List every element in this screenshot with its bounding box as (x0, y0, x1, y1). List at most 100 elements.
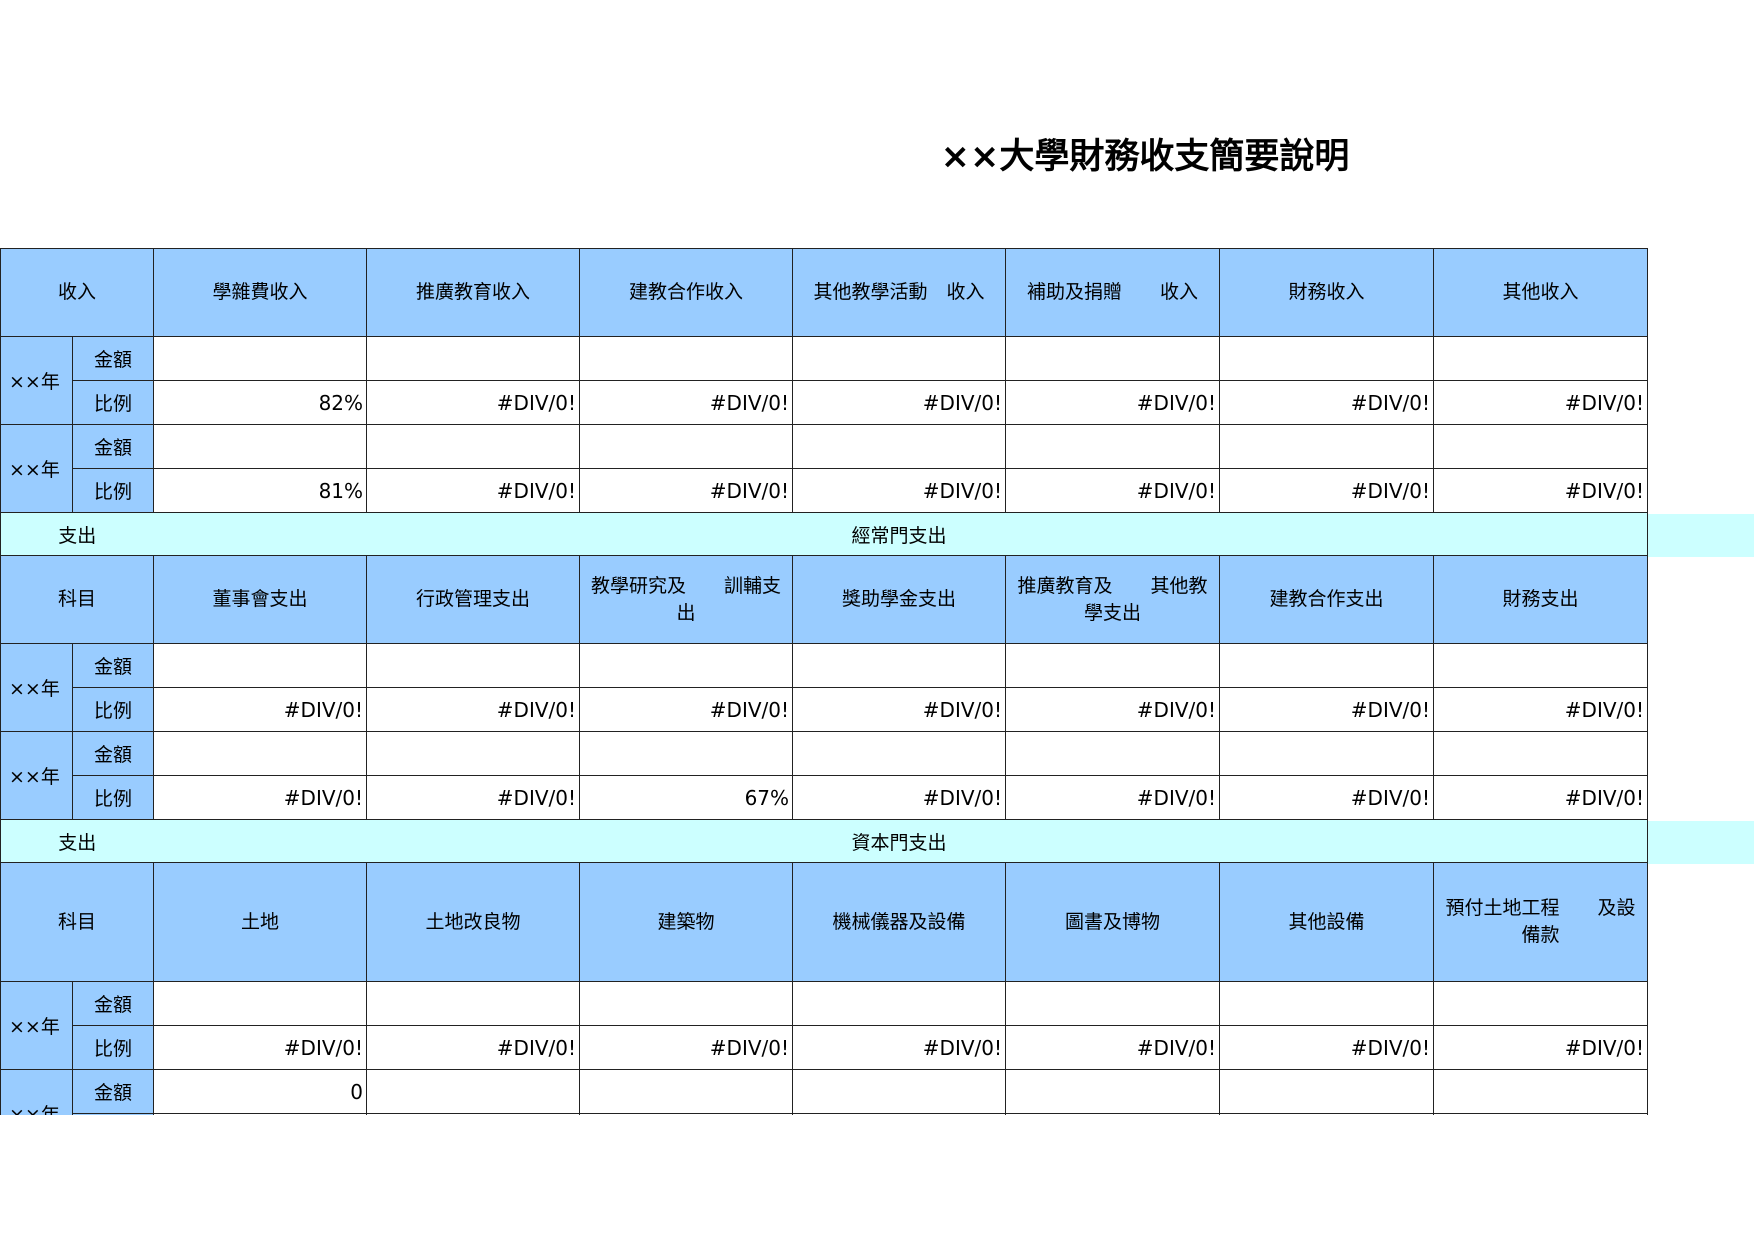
ratio-cell[interactable]: #DIV/0! (1433, 468, 1649, 513)
amount-cell[interactable] (792, 981, 1007, 1026)
ratio-cell[interactable]: #DIV/0! (1005, 380, 1221, 425)
amount-cell[interactable] (1005, 336, 1221, 381)
ratio-cell[interactable] (792, 1113, 1007, 1115)
ratio-cell[interactable] (1433, 1113, 1649, 1115)
amount-cell[interactable] (792, 424, 1007, 469)
amount-cell[interactable] (792, 1069, 1007, 1114)
amount-cell[interactable] (579, 1069, 794, 1114)
ratio-cell[interactable]: #DIV/0! (1005, 1025, 1221, 1070)
amount-cell[interactable] (792, 336, 1007, 381)
amount-cell[interactable] (579, 731, 794, 776)
amount-cell[interactable] (579, 424, 794, 469)
amount-cell[interactable] (792, 643, 1007, 688)
ratio-cell[interactable]: #DIV/0! (1433, 1025, 1649, 1070)
column-header: 建築物 (579, 862, 794, 982)
amount-cell[interactable] (1005, 981, 1221, 1026)
ratio-cell[interactable]: #DIV/0! (1219, 775, 1435, 820)
amount-cell[interactable] (792, 731, 1007, 776)
ratio-cell[interactable]: #DIV/0! (792, 380, 1007, 425)
amount-cell[interactable] (579, 981, 794, 1026)
band-empty-cell (153, 819, 367, 863)
ratio-cell[interactable]: #DIV/0! (792, 468, 1007, 513)
ratio-cell[interactable]: #DIV/0! (153, 687, 368, 732)
ratio-cell[interactable]: #DIV/0! (792, 775, 1007, 820)
amount-cell[interactable] (153, 336, 368, 381)
amount-cell[interactable] (1219, 1069, 1435, 1114)
ratio-cell[interactable]: #DIV/0! (366, 687, 581, 732)
ratio-cell[interactable]: #DIV/0! (579, 687, 794, 732)
amount-cell[interactable] (579, 643, 794, 688)
amount-cell[interactable] (1433, 643, 1649, 688)
ratio-cell[interactable] (153, 1113, 368, 1115)
amount-cell[interactable] (366, 643, 581, 688)
ratio-label: 比例 (71, 380, 155, 425)
amount-cell[interactable] (579, 336, 794, 381)
ratio-cell[interactable]: #DIV/0! (153, 775, 368, 820)
ratio-cell[interactable]: #DIV/0! (153, 1025, 368, 1070)
amount-cell[interactable] (1005, 424, 1221, 469)
amount-cell[interactable] (153, 424, 368, 469)
ratio-cell[interactable] (366, 1113, 581, 1115)
amount-cell[interactable] (153, 981, 368, 1026)
amount-cell[interactable] (366, 424, 581, 469)
ratio-cell[interactable]: #DIV/0! (366, 1025, 581, 1070)
band-empty-cell (1433, 512, 1649, 556)
ratio-cell[interactable]: #DIV/0! (792, 687, 1007, 732)
ratio-cell[interactable] (579, 1113, 794, 1115)
ratio-cell[interactable] (1219, 1113, 1435, 1115)
amount-cell[interactable] (366, 336, 581, 381)
amount-cell[interactable] (1433, 731, 1649, 776)
ratio-cell[interactable]: #DIV/0! (1433, 687, 1649, 732)
ratio-cell[interactable]: #DIV/0! (579, 468, 794, 513)
ratio-cell[interactable]: #DIV/0! (1219, 1025, 1435, 1070)
amount-cell[interactable] (1219, 643, 1435, 688)
ratio-cell[interactable]: #DIV/0! (1005, 775, 1221, 820)
ratio-cell[interactable]: 67% (579, 775, 794, 820)
ratio-cell[interactable]: #DIV/0! (366, 380, 581, 425)
amount-cell[interactable] (1219, 336, 1435, 381)
ratio-cell[interactable] (1005, 1113, 1221, 1115)
column-header: 土地 (153, 862, 368, 982)
ratio-cell[interactable]: #DIV/0! (1219, 687, 1435, 732)
amount-cell[interactable] (1433, 336, 1649, 381)
amount-cell[interactable]: 0 (153, 1069, 368, 1114)
amount-cell[interactable] (1433, 981, 1649, 1026)
amount-cell[interactable] (1005, 731, 1221, 776)
ratio-cell[interactable]: #DIV/0! (366, 468, 581, 513)
amount-cell[interactable] (153, 643, 368, 688)
amount-cell[interactable] (1219, 424, 1435, 469)
amount-cell[interactable] (366, 731, 581, 776)
amount-cell[interactable] (1005, 1069, 1221, 1114)
band-empty-cell (1219, 512, 1434, 556)
amount-cell[interactable] (366, 981, 581, 1026)
amount-label: 金額 (71, 424, 155, 469)
amount-cell[interactable] (1433, 1069, 1649, 1114)
ratio-cell[interactable]: #DIV/0! (1219, 380, 1435, 425)
ratio-cell[interactable]: 82% (153, 380, 368, 425)
ratio-cell[interactable]: #DIV/0! (579, 380, 794, 425)
column-header: 其他教學活動 收入 (792, 248, 1007, 337)
ratio-cell[interactable]: #DIV/0! (1433, 380, 1649, 425)
column-header: 建教合作支出 (1219, 555, 1435, 644)
ratio-cell[interactable]: #DIV/0! (579, 1025, 794, 1070)
column-header: 推廣教育收入 (366, 248, 581, 337)
ratio-label: 比例 (71, 687, 155, 732)
band-empty-cell (1005, 819, 1220, 863)
amount-cell[interactable] (1005, 643, 1221, 688)
ratio-cell[interactable]: #DIV/0! (366, 775, 581, 820)
ratio-cell[interactable]: 81% (153, 468, 368, 513)
ratio-cell[interactable]: #DIV/0! (1005, 687, 1221, 732)
ratio-cell[interactable]: #DIV/0! (1433, 775, 1649, 820)
ratio-cell[interactable]: #DIV/0! (1005, 468, 1221, 513)
amount-row: ××年金額 (0, 424, 1649, 513)
column-header: 財務收入 (1219, 248, 1435, 337)
amount-cell[interactable] (366, 1069, 581, 1114)
ratio-cell[interactable]: #DIV/0! (1219, 468, 1435, 513)
column-header: 財務支出 (1433, 555, 1649, 644)
ratio-cell[interactable]: #DIV/0! (792, 1025, 1007, 1070)
amount-cell[interactable] (153, 731, 368, 776)
amount-cell[interactable] (1433, 424, 1649, 469)
year-label: ××年 (0, 731, 73, 820)
amount-cell[interactable] (1219, 731, 1435, 776)
amount-cell[interactable] (1219, 981, 1435, 1026)
